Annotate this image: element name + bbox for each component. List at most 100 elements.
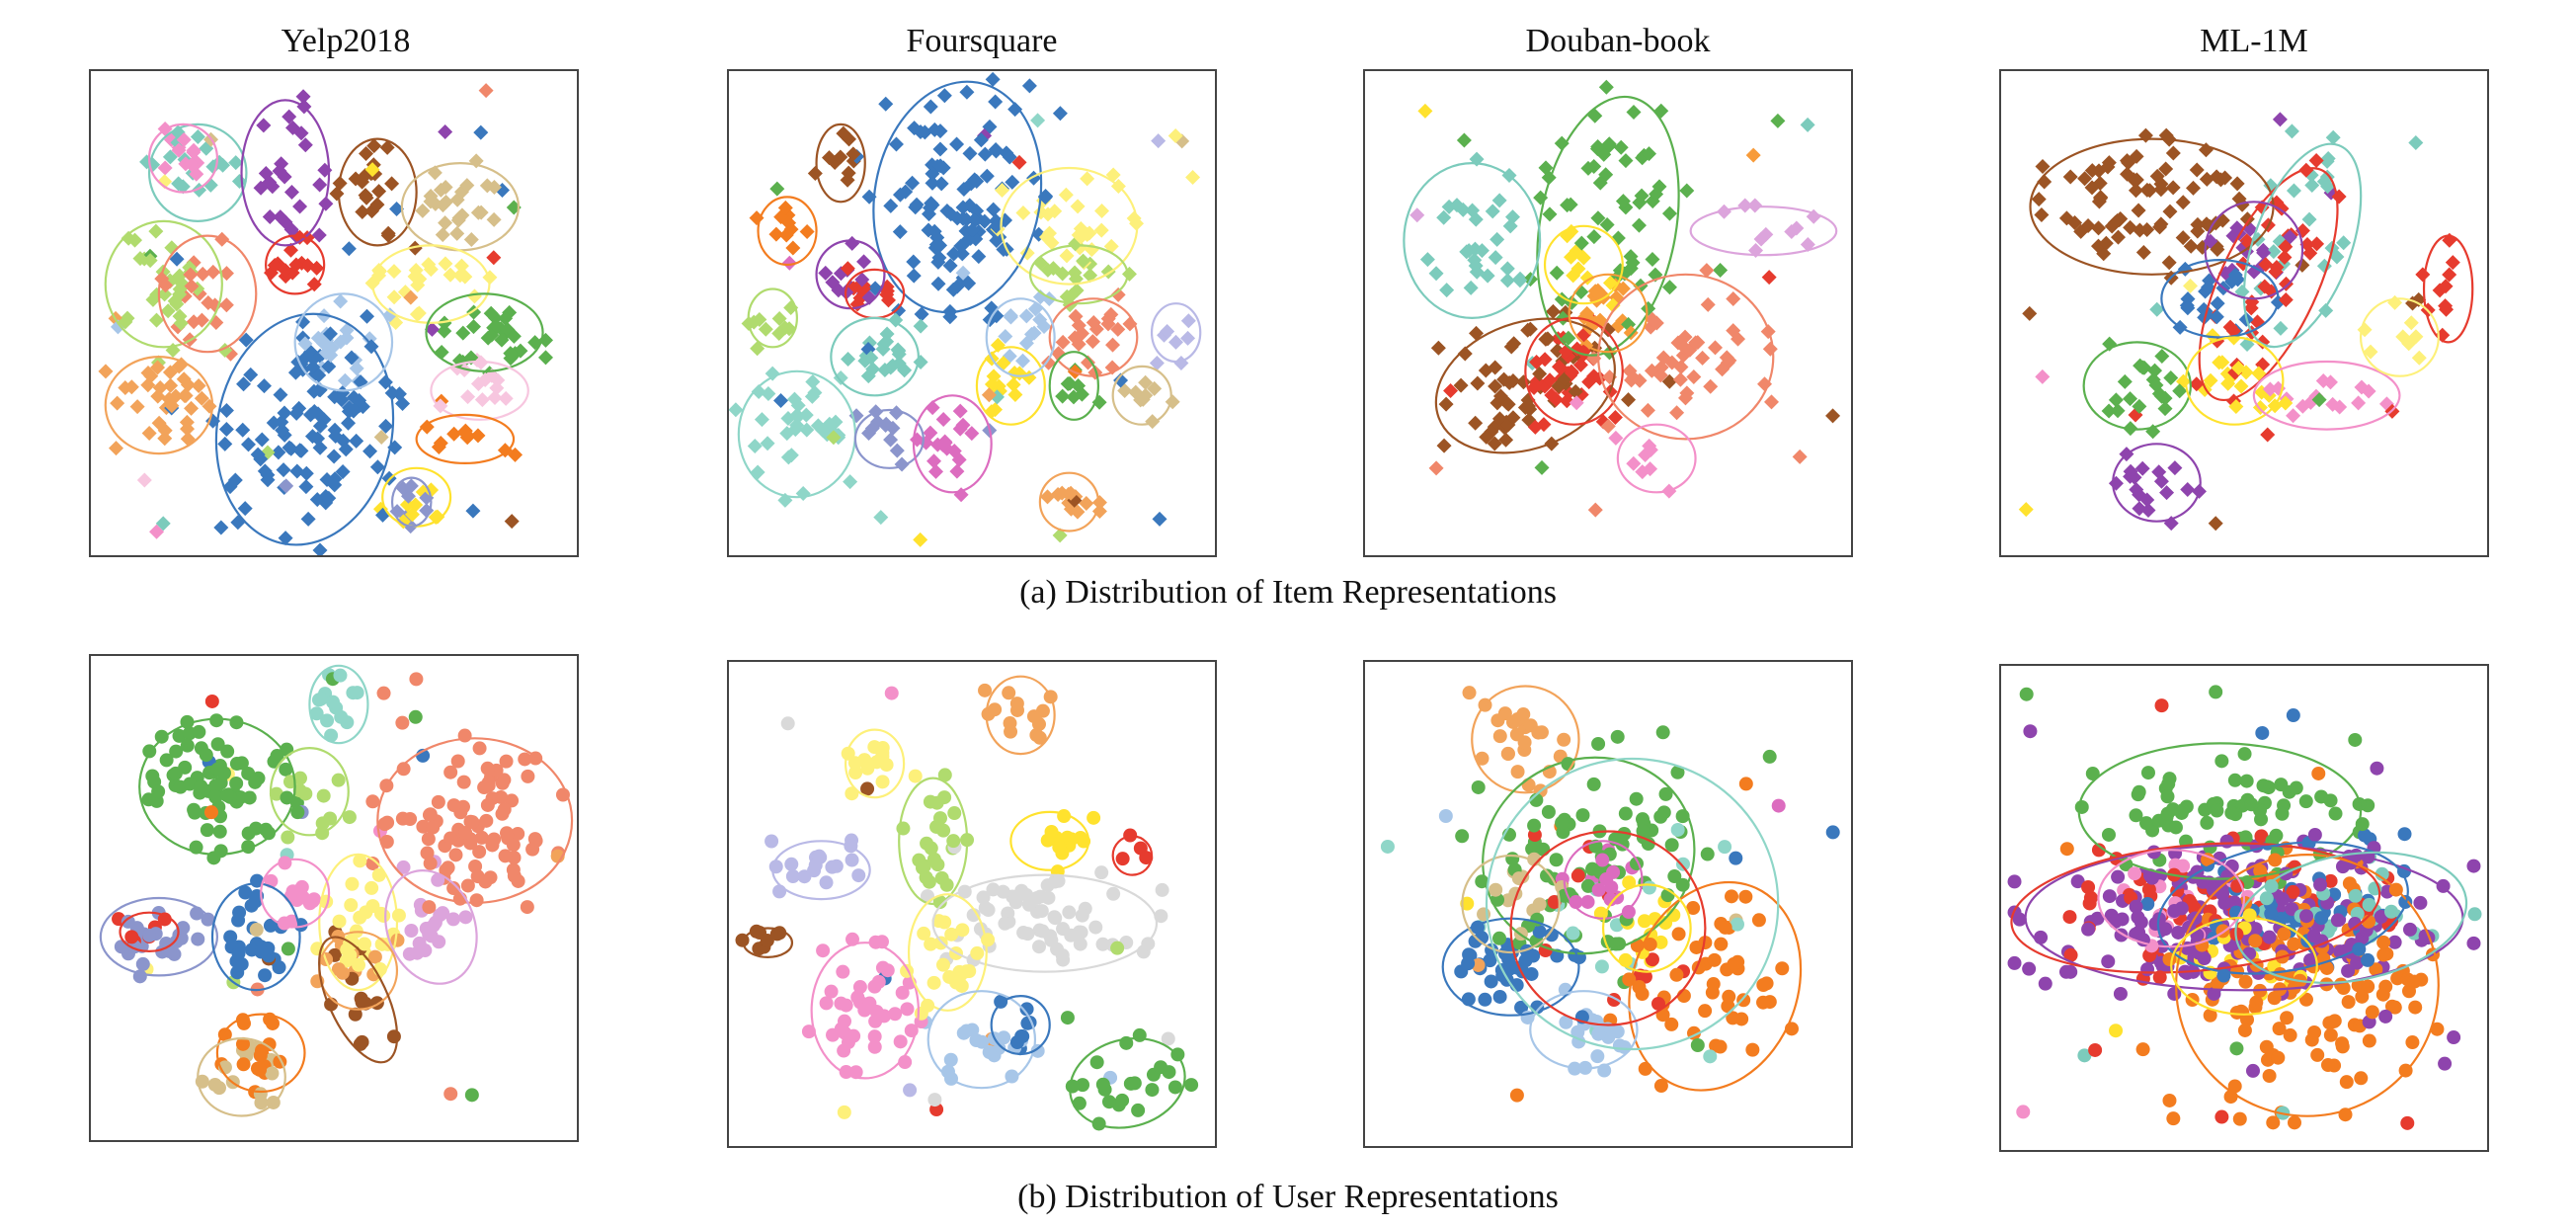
data-point [843, 474, 858, 490]
data-point [230, 515, 246, 531]
data-point [931, 250, 947, 266]
data-point [342, 810, 357, 825]
data-point [2134, 360, 2150, 375]
data-point [1670, 335, 1686, 351]
data-point [1719, 350, 1734, 366]
data-point [487, 390, 503, 406]
data-point [816, 943, 831, 958]
data-point [1756, 995, 1771, 1010]
data-point [826, 430, 842, 446]
data-point [1492, 388, 1508, 404]
cluster-ellipse [1048, 351, 1100, 421]
data-point [263, 918, 278, 933]
data-point [986, 202, 1002, 217]
data-point [905, 175, 921, 191]
data-point [480, 797, 495, 812]
data-point [790, 397, 806, 413]
data-point [1549, 265, 1565, 281]
data-point [1789, 220, 1805, 236]
data-point [235, 422, 251, 438]
data-point [297, 137, 313, 153]
data-point [1545, 303, 1561, 319]
data-point [474, 392, 490, 408]
data-point [157, 912, 172, 927]
data-point [1564, 365, 1579, 380]
data-point [281, 830, 295, 845]
data-point [1537, 352, 1553, 368]
data-point [1030, 113, 1046, 128]
data-point [458, 426, 474, 442]
data-point [855, 281, 871, 296]
data-point [470, 205, 486, 220]
data-point [438, 256, 453, 272]
data-point [1167, 1080, 1182, 1095]
data-point [2144, 870, 2159, 885]
data-point [2077, 1048, 2092, 1063]
data-point [157, 174, 173, 190]
cluster-ellipse [2010, 842, 2381, 974]
data-point [2154, 388, 2170, 404]
data-point [399, 497, 415, 513]
data-point [2354, 1071, 2369, 1086]
data-point [1661, 373, 1677, 389]
data-point [1532, 897, 1547, 912]
data-point [1014, 883, 1029, 898]
data-point [909, 197, 925, 212]
data-point [1624, 372, 1640, 388]
data-point [1019, 1002, 1034, 1017]
data-point [210, 737, 225, 752]
data-point [2342, 876, 2357, 891]
data-point [1032, 289, 1048, 305]
data-point [256, 118, 272, 133]
data-point [434, 345, 449, 361]
data-point [2214, 754, 2229, 769]
data-point [944, 927, 959, 942]
data-point [2134, 460, 2150, 476]
data-point [1688, 335, 1704, 351]
data-point [1500, 396, 1516, 412]
data-point [2062, 910, 2077, 925]
data-point [281, 942, 295, 956]
data-point [1658, 786, 1673, 801]
data-point [149, 287, 165, 302]
data-point [2149, 168, 2165, 184]
data-point [1063, 485, 1079, 501]
data-point [292, 199, 308, 214]
data-point [183, 267, 199, 283]
data-point [925, 166, 940, 182]
data-point [1747, 198, 1763, 213]
data-point [1617, 827, 1632, 842]
data-point [1676, 988, 1691, 1003]
data-point [1554, 291, 1570, 307]
data-point [1457, 346, 1473, 362]
data-point [2350, 955, 2365, 970]
data-point [202, 177, 218, 193]
data-point [334, 709, 349, 724]
data-point [2357, 828, 2372, 843]
data-point [2376, 935, 2391, 949]
title-foursquare: Foursquare [906, 23, 1058, 59]
data-point [891, 302, 907, 318]
data-point [1453, 377, 1469, 393]
data-point [1586, 229, 1602, 245]
data-point [443, 831, 458, 846]
data-point [1726, 323, 1741, 339]
data-point [2081, 879, 2096, 894]
data-point [1686, 369, 1702, 385]
cluster-ellipse [1000, 166, 1139, 286]
data-point [995, 182, 1010, 198]
data-point [218, 421, 234, 437]
data-point [1138, 387, 1154, 403]
data-point [935, 411, 951, 427]
data-point [315, 816, 330, 831]
cluster-ellipse [742, 927, 794, 958]
ellipses-layer [2010, 742, 2468, 1117]
data-point [2189, 376, 2205, 392]
cluster-ellipse [747, 287, 798, 349]
data-point [875, 740, 890, 755]
data-point [985, 71, 1001, 87]
data-point [1154, 1060, 1168, 1075]
data-point [506, 328, 522, 344]
data-point [458, 825, 473, 840]
data-point [2233, 378, 2249, 394]
